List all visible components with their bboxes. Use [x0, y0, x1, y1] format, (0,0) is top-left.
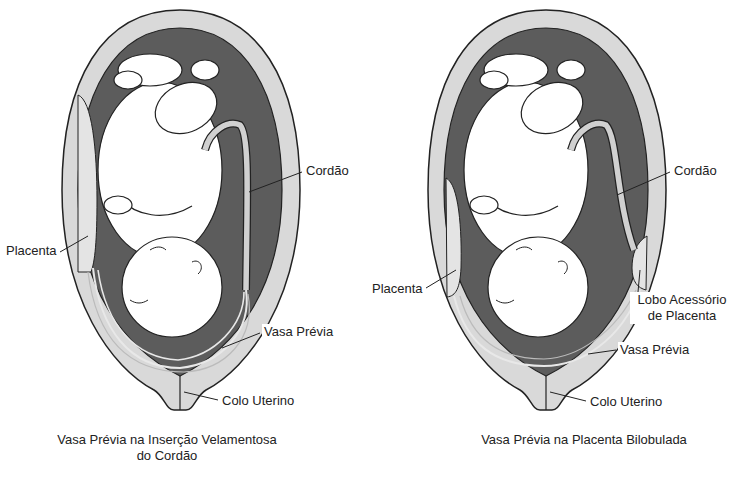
cord-outline — [205, 124, 247, 290]
placenta-shape — [446, 178, 461, 297]
part-label: Placenta — [4, 243, 59, 259]
part-label: Cordão — [672, 163, 719, 179]
leader-line — [588, 350, 616, 354]
vessel — [88, 272, 249, 372]
leader-line — [249, 172, 302, 192]
part-label: Cordão — [304, 163, 351, 179]
part-label: Placenta — [370, 281, 425, 297]
cord — [205, 124, 247, 290]
leader-line — [638, 270, 640, 292]
vessel — [454, 290, 640, 366]
uterus-figure — [62, 10, 300, 410]
placenta-shape — [78, 95, 97, 272]
leader-line — [60, 236, 88, 252]
cord — [571, 124, 634, 250]
leader-line — [426, 270, 456, 288]
vessel — [98, 270, 244, 360]
leader-line — [550, 392, 586, 401]
vessel — [460, 290, 636, 359]
part-label: Colo Uterino — [220, 393, 296, 409]
vessel — [93, 268, 247, 368]
part-label: Vasa Prévia — [262, 324, 335, 340]
leader-lines — [60, 172, 670, 401]
leader-line — [222, 333, 260, 348]
leader-line — [617, 172, 670, 195]
leader-line — [184, 392, 218, 400]
figure-caption: Lobo Acessório de Placenta — [630, 292, 734, 324]
figure-caption: Vasa Prévia na Placenta Bilobulada — [472, 432, 696, 448]
uterus-velamentous — [62, 10, 300, 410]
part-label: Vasa Prévia — [618, 342, 691, 358]
cord-outline — [571, 124, 634, 250]
figure-caption: Vasa Prévia na Inserção Velamentosa do C… — [55, 432, 279, 464]
part-label: Colo Uterino — [588, 394, 664, 410]
